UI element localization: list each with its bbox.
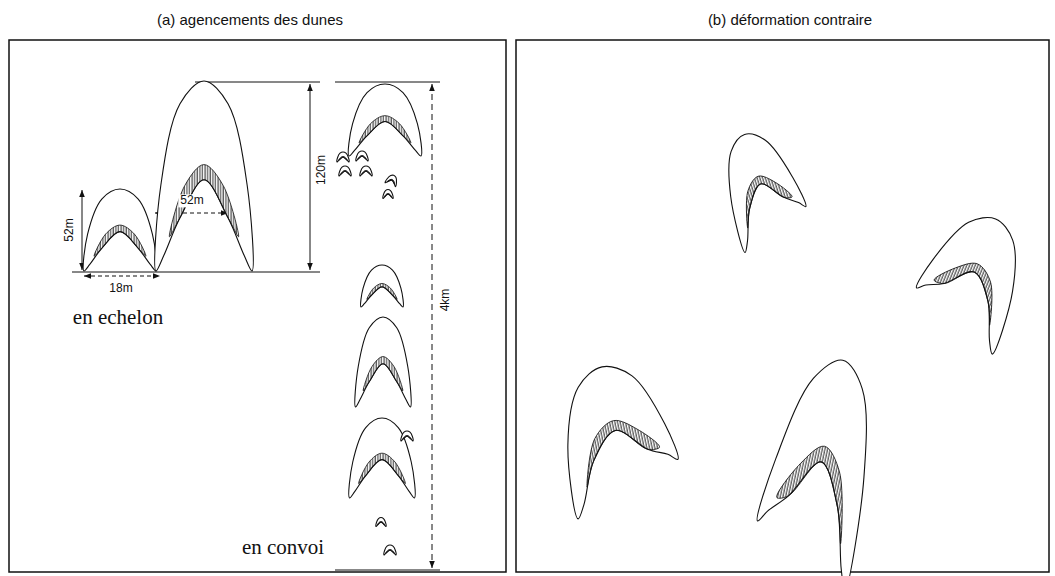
slip-face <box>926 251 1009 325</box>
slip-face <box>367 283 397 299</box>
slip-face <box>387 178 396 184</box>
barchan-dune <box>383 190 393 199</box>
barchan-dune <box>339 166 351 176</box>
dune-outline <box>547 355 687 519</box>
dune-outline <box>361 265 404 307</box>
reference-line <box>335 82 440 83</box>
dimension-line <box>82 190 83 270</box>
dune-outline <box>401 431 413 441</box>
slip-face <box>94 225 146 256</box>
slip-face <box>575 412 665 487</box>
slip-face <box>341 170 350 174</box>
barchan-dune <box>709 123 814 253</box>
arrangement-label: en echelon <box>71 306 165 329</box>
dune-outline <box>337 152 349 162</box>
dimension-line <box>84 276 160 277</box>
dimension-label: 4km <box>439 287 452 314</box>
dune-outline <box>903 201 1040 355</box>
barchan-dune <box>155 81 254 271</box>
dimension-line <box>310 84 311 270</box>
dune-outline <box>384 545 396 555</box>
barchan-dune <box>384 545 396 555</box>
dimension-label: 18m <box>107 282 134 295</box>
dune-outline <box>155 81 254 271</box>
barchan-dune <box>360 166 372 176</box>
barchan-dune <box>361 265 404 307</box>
barchan-dune <box>376 518 386 527</box>
dune-outline <box>709 123 814 253</box>
slip-face <box>403 435 412 439</box>
barchan-dune <box>746 350 893 576</box>
reference-line <box>335 570 440 571</box>
slip-face <box>733 168 797 228</box>
slip-face <box>359 453 406 483</box>
barchan-dune <box>348 84 422 156</box>
slip-face <box>363 357 403 391</box>
panel-heading: (b) déformation contraire <box>706 12 874 29</box>
slip-face <box>384 193 391 196</box>
slip-face <box>169 165 238 237</box>
dune-outline <box>349 418 416 498</box>
barchan-dune <box>356 151 368 161</box>
arrangement-label: en convoi <box>240 536 326 559</box>
dune-outline <box>376 518 386 527</box>
slip-face <box>359 116 411 143</box>
barchan-dune <box>355 317 411 407</box>
dune-outline <box>348 84 422 156</box>
dune-outline <box>385 173 399 186</box>
slip-face <box>362 170 371 174</box>
panel-frame <box>516 40 1049 572</box>
panel-heading: (a) agencements des dunes <box>155 12 345 29</box>
slip-face <box>358 155 367 159</box>
dimension-line <box>432 84 433 568</box>
barchan-dune <box>349 418 416 498</box>
barchan-dune <box>401 431 413 441</box>
dune-outline <box>356 151 368 161</box>
dimension-label: 52m <box>63 216 76 243</box>
panel-frame <box>9 40 506 572</box>
barchan-dune <box>385 173 399 186</box>
slip-face <box>770 439 860 544</box>
dune-outline <box>83 189 157 271</box>
reference-line <box>72 272 320 273</box>
dune-outline <box>360 166 372 176</box>
reference-line <box>195 82 320 83</box>
slip-face <box>339 156 348 160</box>
slip-face <box>377 521 384 524</box>
dimension-label: 52m <box>178 194 205 207</box>
dune-outline <box>355 317 411 407</box>
slip-face <box>386 549 395 553</box>
barchan-dune <box>83 189 157 271</box>
dimension-label: 120m <box>315 153 328 187</box>
barchan-dune <box>903 201 1040 355</box>
barchan-dune <box>547 355 687 519</box>
dune-outline <box>746 350 893 576</box>
barchan-dune <box>337 152 349 162</box>
dune-outline <box>383 190 393 199</box>
dune-outline <box>339 166 351 176</box>
